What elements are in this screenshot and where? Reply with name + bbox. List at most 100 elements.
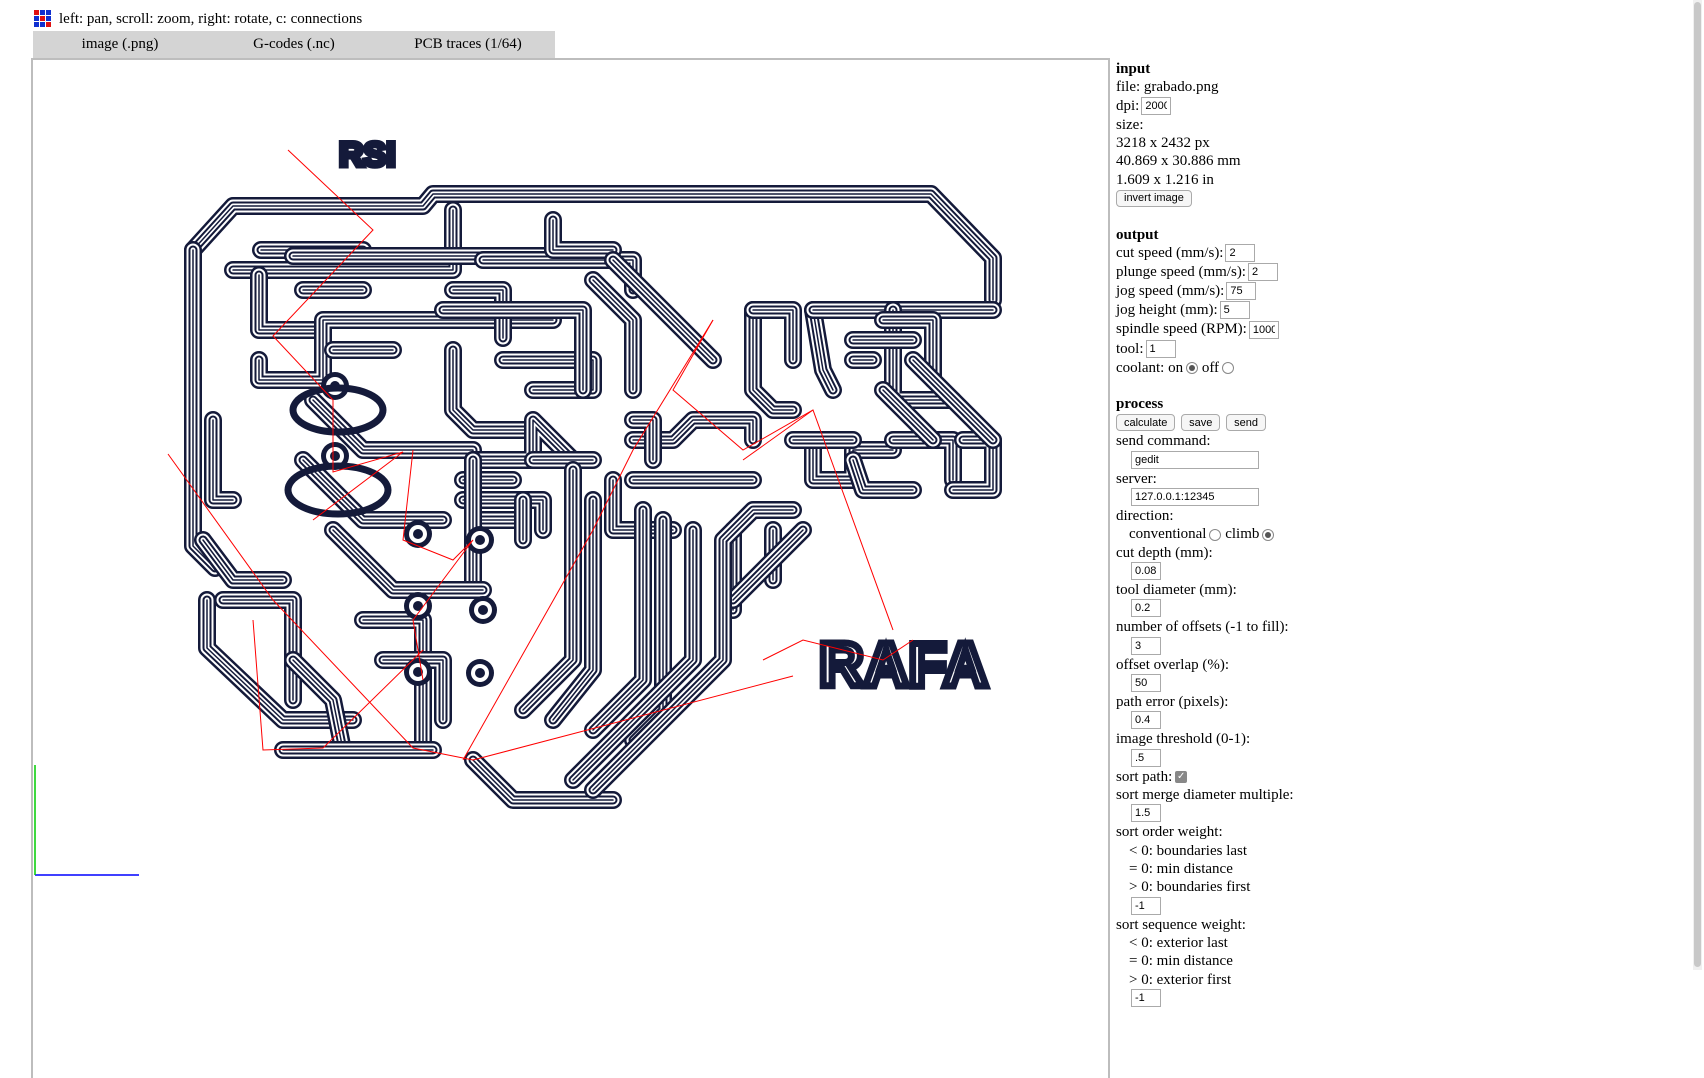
- trace-path: [752, 309, 794, 411]
- trace-path: [892, 439, 954, 481]
- dpi-input[interactable]: [1141, 96, 1172, 115]
- connection-line: [762, 639, 914, 661]
- trace-path: [292, 659, 344, 751]
- invert-image-button[interactable]: invert image: [1116, 189, 1192, 207]
- control-panel: input file: grabado.png dpi: size: 3218 …: [1116, 60, 1386, 1008]
- size-px: 3218 x 2432 px: [1116, 134, 1210, 151]
- trace-path: [212, 419, 234, 501]
- overlap-label: offset overlap (%):: [1116, 656, 1230, 673]
- cut-depth-label: cut depth (mm):: [1116, 544, 1213, 561]
- cut-depth-input[interactable]: [1131, 561, 1161, 580]
- server-input[interactable]: [1131, 487, 1259, 506]
- trace-path: [206, 599, 354, 721]
- pad-circle: [413, 601, 423, 611]
- trace-path: [852, 459, 914, 491]
- sort-path-checkbox[interactable]: ✓: [1175, 771, 1188, 784]
- tab-gcodes-nc[interactable]: G-codes (.nc): [253, 36, 335, 52]
- 3d-viewport[interactable]: RSI RAFA: [31, 58, 1110, 1078]
- order-weight-label: sort order weight:: [1116, 824, 1223, 841]
- cut-speed-label: cut speed (mm/s):: [1116, 245, 1224, 262]
- sequence-weight-input[interactable]: [1131, 988, 1161, 1007]
- climb-label: climb: [1225, 526, 1260, 543]
- spindle-speed-label: spindle speed (RPM):: [1116, 321, 1247, 338]
- send-command-input[interactable]: [1131, 450, 1259, 469]
- trace-path: [202, 539, 284, 581]
- connection-line: [252, 619, 424, 751]
- conventional-label: conventional: [1129, 526, 1207, 543]
- trace-path: [382, 659, 444, 721]
- threshold-label: image threshold (0-1):: [1116, 731, 1251, 748]
- trace-path: [232, 209, 454, 271]
- server-label: server:: [1116, 470, 1157, 487]
- pad-circle: [475, 668, 485, 678]
- order-weight-input[interactable]: [1131, 896, 1161, 915]
- merge-input[interactable]: [1131, 804, 1161, 823]
- threshold-input[interactable]: [1131, 748, 1161, 767]
- scrollbar-thumb[interactable]: [1694, 2, 1701, 967]
- header-bar: left: pan, scroll: zoom, right: rotate, …: [34, 8, 362, 30]
- trace-path: [632, 419, 654, 461]
- trace-path: [502, 359, 594, 391]
- label-rsi: RSI: [339, 136, 396, 174]
- pad-circle: [475, 535, 485, 545]
- calculate-button[interactable]: calculate: [1116, 414, 1176, 432]
- trace-path: [302, 459, 444, 521]
- coolant-on-radio[interactable]: [1186, 362, 1199, 375]
- merge-label: sort merge diameter multiple:: [1116, 787, 1294, 803]
- path-error-input[interactable]: [1131, 711, 1161, 730]
- coolant-label: coolant: on: [1116, 359, 1184, 376]
- trace-path: [552, 499, 594, 721]
- tab-image-png[interactable]: image (.png): [81, 36, 159, 52]
- size-mm: 40.869 x 30.886 mm: [1116, 153, 1241, 170]
- pad-circle: [413, 529, 423, 539]
- coolant-off-label: off: [1201, 359, 1220, 376]
- pad-circle: [413, 667, 423, 677]
- pad-circle: [478, 605, 488, 615]
- process-heading: process: [1116, 395, 1164, 412]
- pcb-pads: [284, 372, 497, 687]
- connection-line: [167, 453, 794, 761]
- trace-path: [592, 509, 794, 791]
- tool-diameter-label: tool diameter (mm):: [1116, 581, 1237, 598]
- trace-path: [612, 479, 674, 531]
- seq-gt-text: > 0: exterior first: [1129, 971, 1232, 988]
- toolpath-canvas[interactable]: RSI RAFA: [33, 60, 1108, 1078]
- trace-path: [952, 439, 994, 491]
- tab-pcb-traces[interactable]: PCB traces (1/64): [414, 36, 522, 52]
- save-button[interactable]: save: [1181, 414, 1221, 432]
- sort-path-label: sort path:: [1116, 768, 1173, 785]
- pad-ring: [289, 384, 387, 436]
- spindle-speed-input[interactable]: [1248, 320, 1279, 339]
- trace-path: [208, 415, 238, 505]
- connection-line: [672, 319, 894, 631]
- plunge-speed-input[interactable]: [1247, 263, 1278, 282]
- trace-path: [882, 389, 934, 441]
- size-label: size:: [1116, 116, 1144, 133]
- connection-line: [272, 149, 404, 521]
- trace-path: [612, 259, 714, 361]
- trace-path: [552, 219, 614, 251]
- direction-label: direction:: [1116, 507, 1174, 524]
- jog-height-input[interactable]: [1219, 301, 1250, 320]
- send-button[interactable]: send: [1226, 414, 1267, 432]
- order-eq-text: = 0: min distance: [1129, 860, 1233, 877]
- trace-path: [332, 529, 484, 591]
- climb-radio[interactable]: [1262, 528, 1275, 541]
- tool-diameter-input[interactable]: [1131, 599, 1161, 618]
- trace-path: [572, 529, 694, 781]
- plunge-speed-label: plunge speed (mm/s):: [1116, 264, 1246, 281]
- cut-speed-input[interactable]: [1225, 244, 1256, 263]
- controls-hint: left: pan, scroll: zoom, right: rotate, …: [59, 10, 363, 27]
- pad-ring: [284, 462, 392, 518]
- seq-lt-text: < 0: exterior last: [1129, 934, 1228, 951]
- page-scrollbar[interactable]: [1693, 0, 1702, 970]
- overlap-input[interactable]: [1131, 673, 1161, 692]
- coolant-off-radio[interactable]: [1222, 362, 1235, 375]
- offsets-input[interactable]: [1131, 636, 1161, 655]
- trace-path: [452, 349, 534, 431]
- tool-input[interactable]: [1145, 339, 1176, 358]
- connection-lines: [167, 149, 914, 761]
- trace-path: [732, 529, 804, 601]
- jog-speed-input[interactable]: [1226, 282, 1257, 301]
- conventional-radio[interactable]: [1209, 528, 1222, 541]
